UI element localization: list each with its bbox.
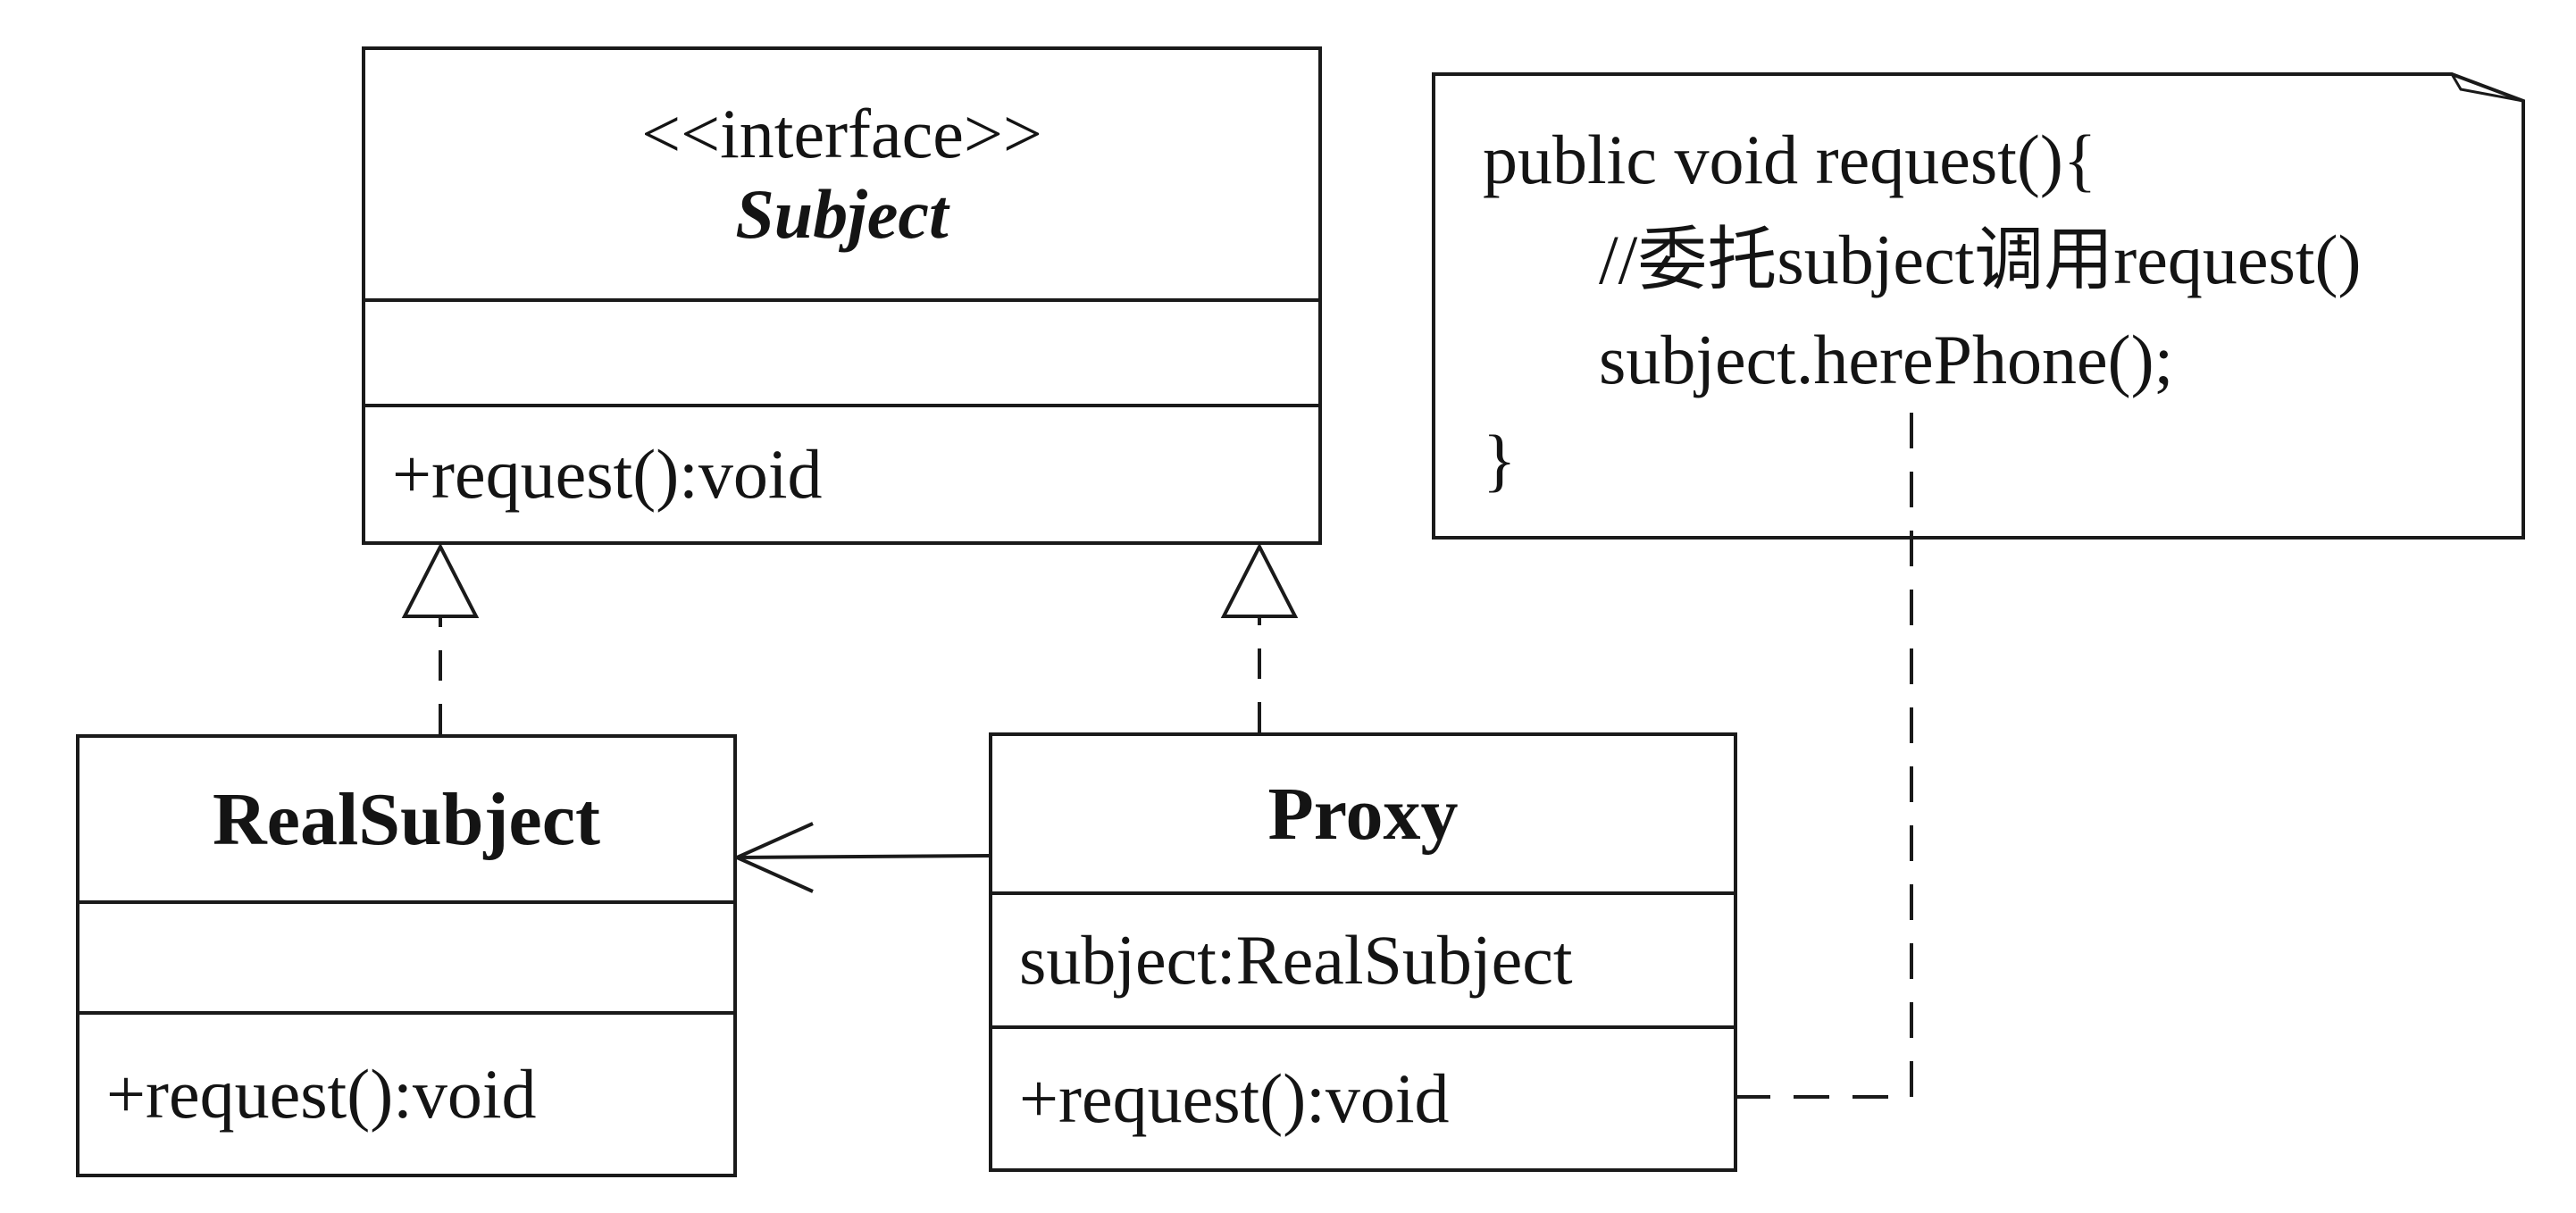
note-line-4: } xyxy=(1483,421,1517,498)
subject-methods: +request():void xyxy=(365,407,1318,541)
note-line-1: public void request(){ xyxy=(1483,121,2097,198)
realsubject-name: RealSubject xyxy=(213,777,600,861)
subject-method: +request():void xyxy=(392,435,823,513)
code-note: public void request(){ //委托subject调用requ… xyxy=(1434,74,2523,538)
association-arrowhead xyxy=(732,822,814,893)
association-line xyxy=(736,854,990,859)
proxy-attributes: subject:RealSubject xyxy=(992,895,1734,1029)
subject-stereotype: <<interface>> xyxy=(641,95,1042,173)
subject-attributes xyxy=(365,302,1318,407)
proxy-methods: +request():void xyxy=(992,1029,1734,1168)
subject-interface-box[interactable]: <<interface>> Subject +request():void xyxy=(362,46,1322,545)
proxy-class-box[interactable]: Proxy subject:RealSubject +request():voi… xyxy=(989,732,1737,1172)
realization-arrowhead-proxy xyxy=(1220,542,1299,618)
note-shape xyxy=(1432,72,2525,540)
realsubject-header: RealSubject xyxy=(79,738,733,904)
proxy-header: Proxy xyxy=(992,736,1734,895)
realization-arrowhead-realsubject xyxy=(401,542,480,618)
subject-header: <<interface>> Subject xyxy=(365,50,1318,302)
proxy-attribute: subject:RealSubject xyxy=(1019,921,1573,999)
subject-name: Subject xyxy=(735,175,949,253)
realsubject-attributes xyxy=(79,904,733,1015)
note-line-3: subject.herePhone(); xyxy=(1599,321,2174,398)
proxy-method: +request():void xyxy=(1019,1059,1450,1137)
note-fold xyxy=(2450,73,2524,103)
realsubject-methods: +request():void xyxy=(79,1015,733,1174)
realsubject-method: +request():void xyxy=(106,1055,537,1133)
note-line-2: //委托subject调用request() xyxy=(1599,221,2362,298)
proxy-name: Proxy xyxy=(1267,772,1459,856)
note-anchor-line xyxy=(1737,413,1913,1099)
realsubject-class-box[interactable]: RealSubject +request():void xyxy=(76,734,737,1177)
